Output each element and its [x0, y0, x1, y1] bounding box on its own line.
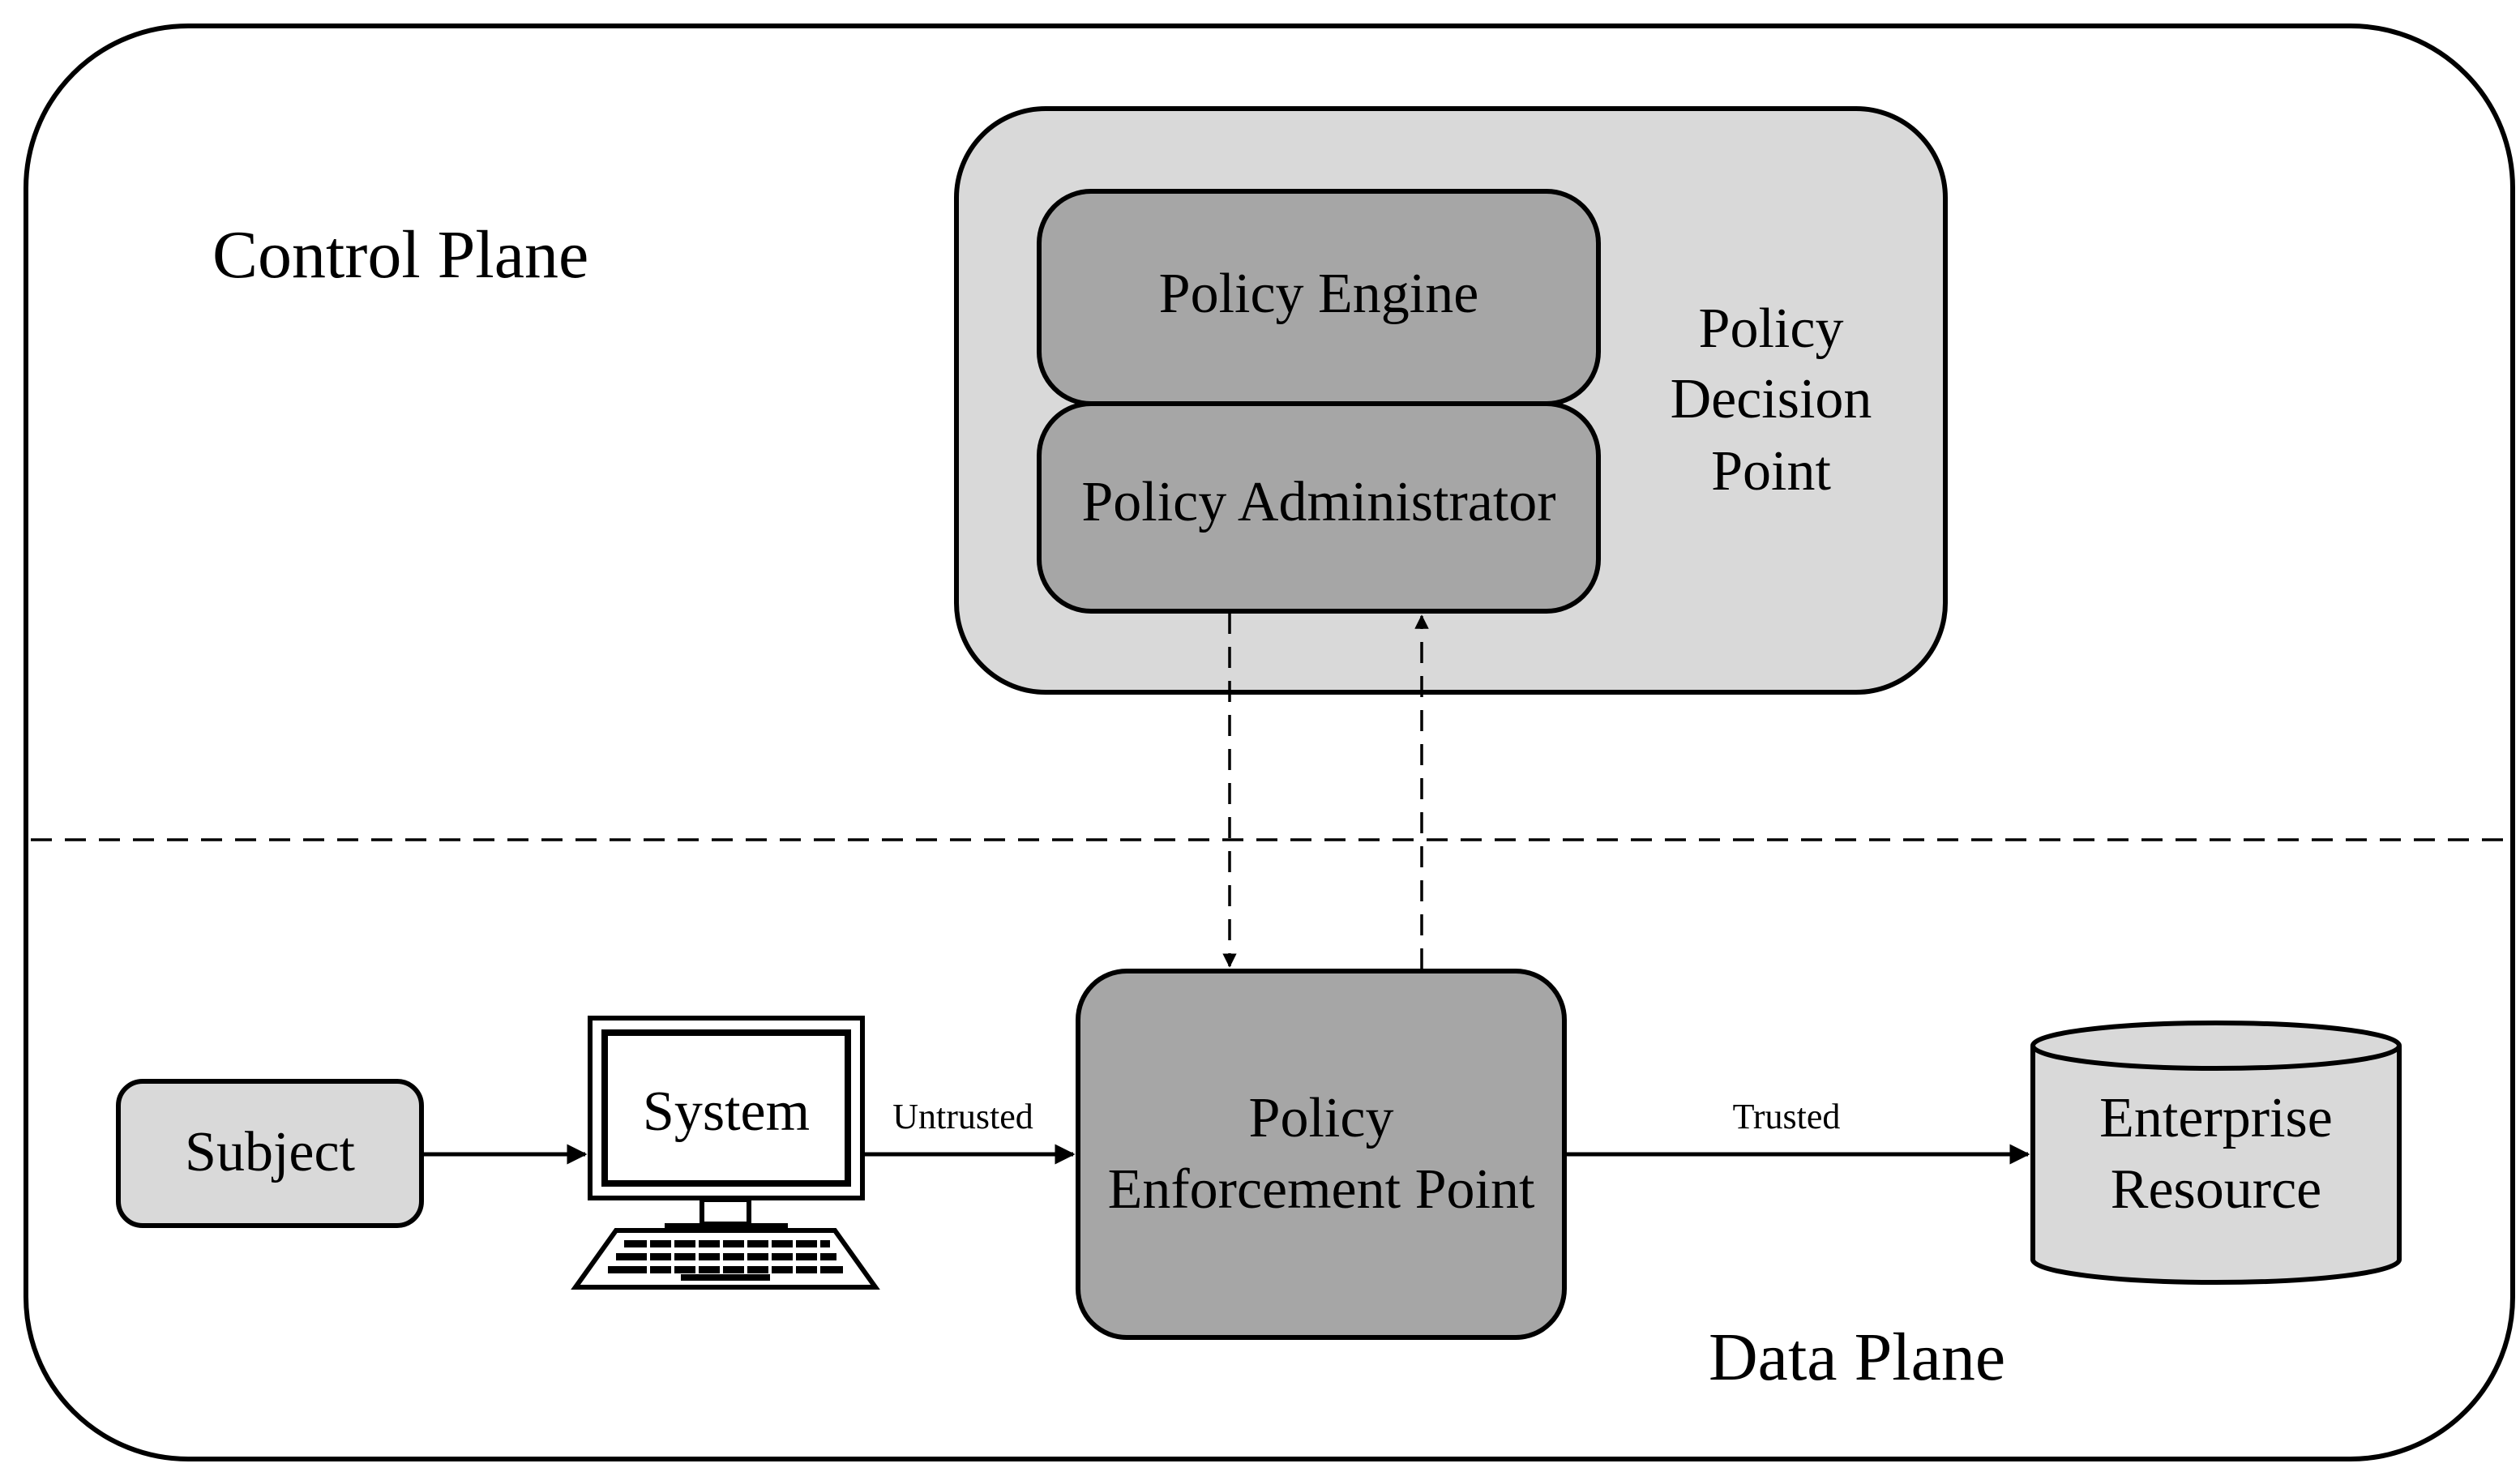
- subject-node: Subject: [116, 1079, 424, 1228]
- policy-administrator-label: Policy Administrator: [1081, 471, 1555, 533]
- pdp-label-line2: Decision: [1671, 368, 1872, 430]
- trusted-label: Trusted: [1733, 1097, 1841, 1136]
- spacebar: [681, 1274, 770, 1281]
- data-plane-label: Data Plane: [1709, 1320, 2005, 1395]
- pdp-label-line3: Point: [1711, 440, 1831, 503]
- computer-icon: [571, 1016, 880, 1290]
- monitor-screen: [601, 1029, 851, 1187]
- pep-label-line2: Enforcement Point: [1108, 1158, 1535, 1221]
- resource-label-line2: Resource: [2111, 1158, 2321, 1221]
- database-cylinder-icon: [2030, 1046, 2402, 1285]
- pdp-label-line1: Policy: [1699, 297, 1844, 360]
- enterprise-resource: Enterprise Resource: [2030, 1021, 2402, 1285]
- monitor-neck: [700, 1197, 751, 1226]
- keyboard-key-gaps: [647, 1239, 820, 1275]
- policy-decision-point: Policy Decision Point Policy Engine Poli…: [954, 106, 1948, 695]
- untrusted-label: Untrusted: [892, 1097, 1033, 1136]
- subject-label: Subject: [185, 1121, 356, 1183]
- database-cylinder-top: [2030, 1021, 2402, 1071]
- subject-box: [116, 1079, 424, 1228]
- policy-engine-label: Policy Engine: [1159, 263, 1479, 325]
- policy-enforcement-point: Policy Enforcement Point: [1076, 969, 1567, 1340]
- pep-box: [1076, 969, 1567, 1340]
- pep-label-line1: Policy: [1249, 1087, 1394, 1149]
- control-plane-label: Control Plane: [212, 217, 588, 293]
- policy-administrator-box: [1037, 401, 1601, 614]
- keyboard-keys: [608, 1240, 843, 1273]
- resource-label-line1: Enterprise: [2099, 1087, 2333, 1149]
- system-label: System: [643, 1080, 810, 1143]
